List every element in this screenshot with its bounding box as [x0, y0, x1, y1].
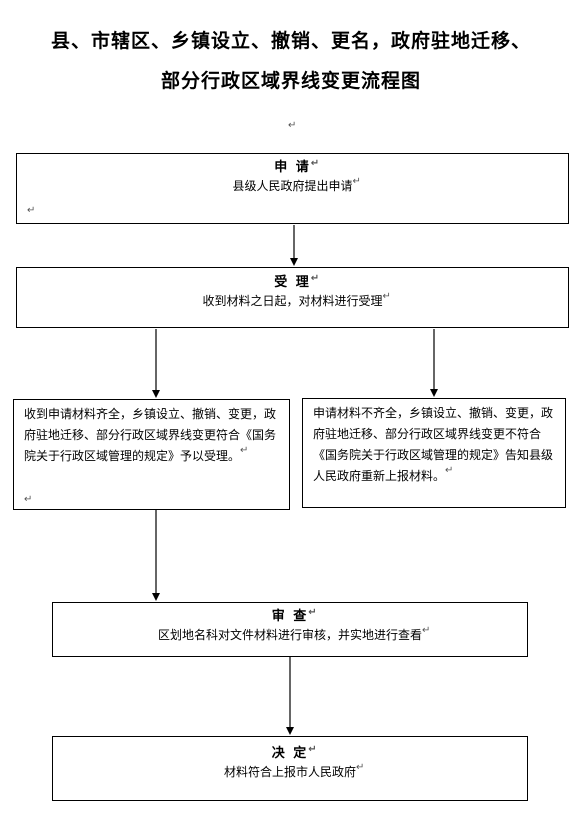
- accept-box: 受 理↵ 收到材料之日起，对材料进行受理↵: [16, 267, 569, 328]
- page-title-line-2: 部分行政区域界线变更流程图: [160, 70, 421, 92]
- apply-box: 申 请↵ 县级人民政府提出申请↵ ↵: [16, 153, 569, 224]
- apply-heading: 申 请↵: [274, 158, 322, 176]
- paragraph-mark: ↵: [24, 494, 33, 505]
- review-box: 审 查↵ 区划地名科对文件材料进行审核，并实地进行查看↵: [52, 602, 528, 657]
- decide-box: 决 定↵ 材料符合上报市人民政府↵: [52, 736, 528, 801]
- incomplete-materials-text: 申请材料不齐全，乡镇设立、撤销、变更，政府驻地迁移、部分行政区域界线变更不符合《…: [313, 406, 554, 483]
- complete-materials-text: 收到申请材料齐全，乡镇设立、撤销、变更，政府驻地迁移、部分行政区域界线变更符合《…: [24, 407, 277, 463]
- incomplete-materials-box: 申请材料不齐全，乡镇设立、撤销、变更，政府驻地迁移、部分行政区域界线变更不符合《…: [302, 398, 566, 508]
- page-title-line-1: 县、市辖区、乡镇设立、撤销、更名，政府驻地迁移、: [50, 30, 531, 52]
- accept-heading: 受 理↵: [274, 273, 322, 291]
- apply-text: 县级人民政府提出申请↵: [232, 176, 361, 194]
- decide-heading: 决 定↵: [271, 744, 319, 762]
- paragraph-mark: ↵: [288, 120, 297, 131]
- paragraph-mark: ↵: [27, 205, 36, 216]
- decide-text: 材料符合上报市人民政府↵: [223, 762, 365, 780]
- accept-text: 收到材料之日起，对材料进行受理↵: [202, 291, 391, 309]
- complete-materials-box: 收到申请材料齐全，乡镇设立、撤销、变更，政府驻地迁移、部分行政区域界线变更符合《…: [13, 399, 290, 510]
- review-text: 区划地名科对文件材料进行审核，并实地进行查看↵: [157, 625, 431, 643]
- review-heading: 审 查↵: [271, 607, 319, 625]
